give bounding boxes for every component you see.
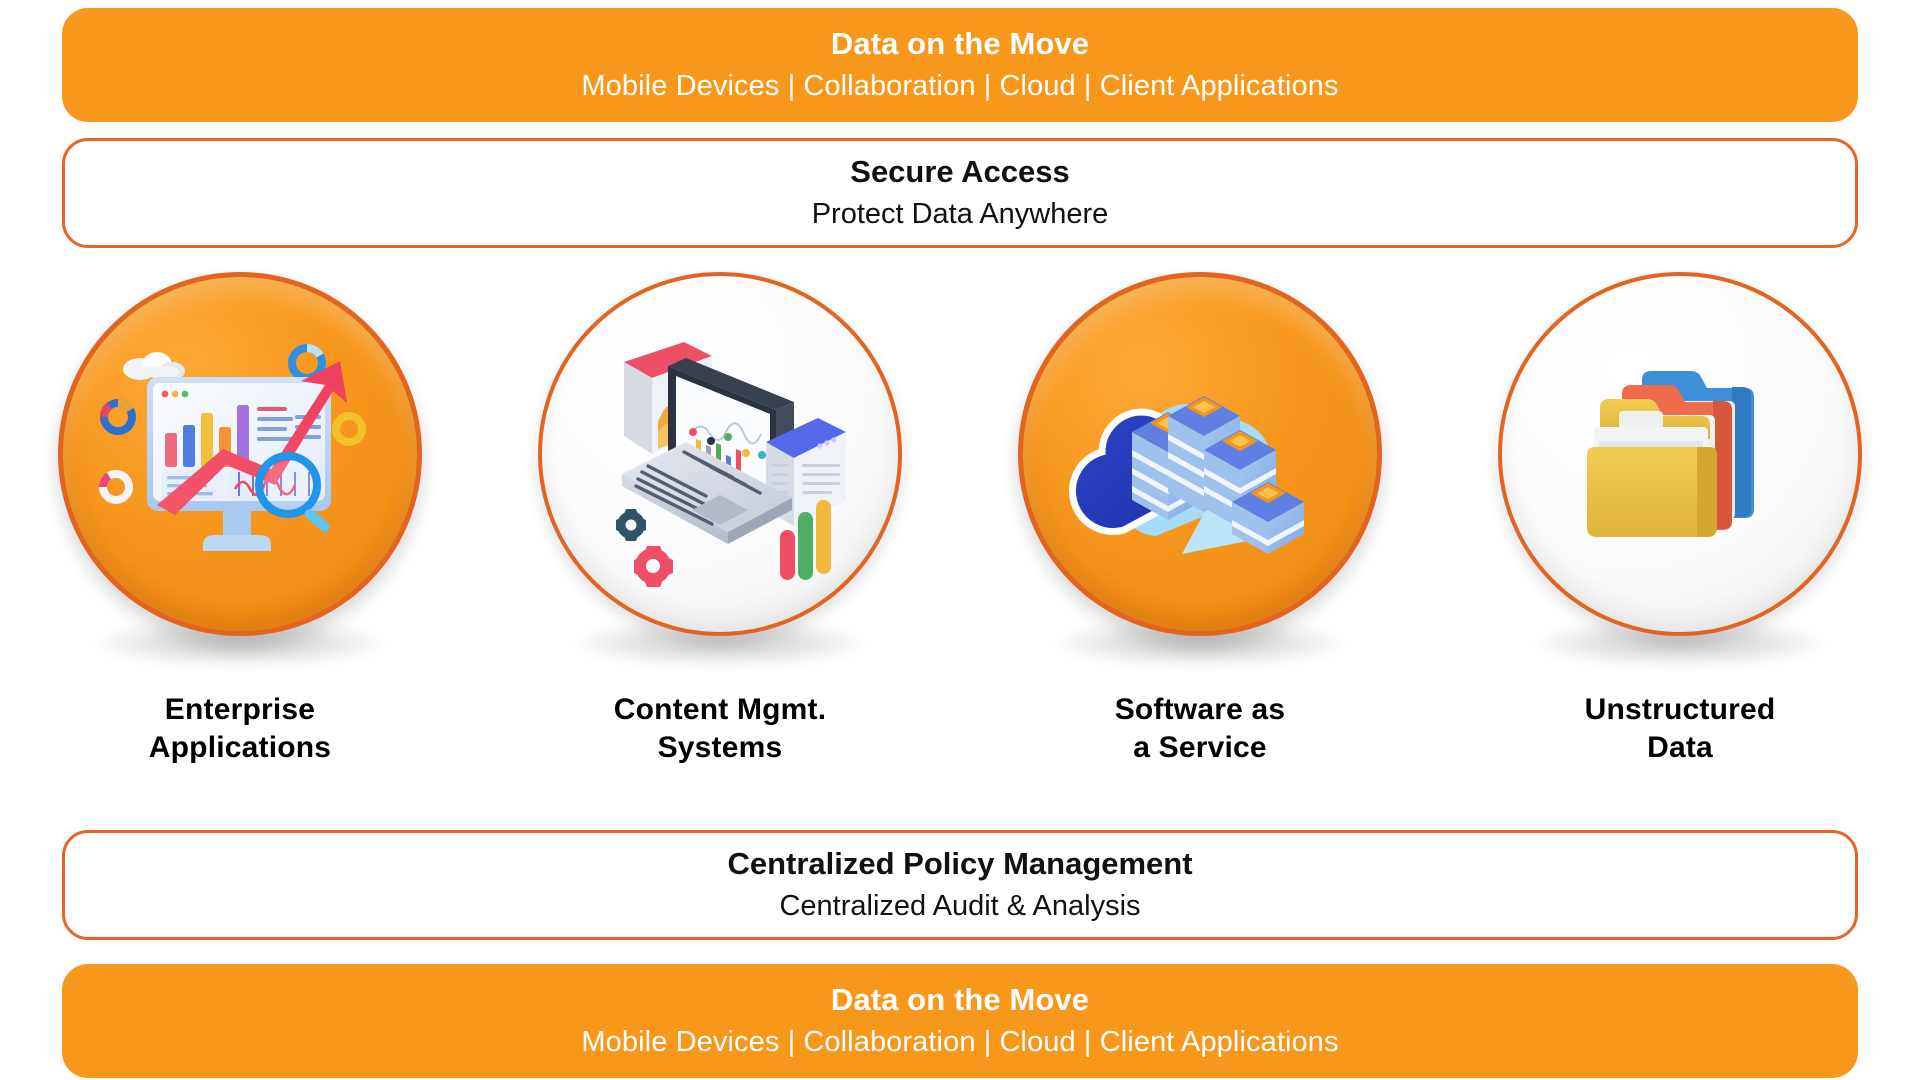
badge-software-as-a-service (1018, 272, 1382, 636)
gear-icon-pink (634, 546, 673, 587)
pillar-label-content-mgmt-systems: Content Mgmt. Systems (614, 691, 827, 768)
growth-arrow-icon (157, 361, 347, 515)
data-on-the-move-band-bottom: Data on the Move Mobile Devices | Collab… (62, 964, 1858, 1078)
policy-title: Centralized Policy Management (727, 846, 1193, 882)
badge-unstructured-data (1498, 272, 1862, 636)
band-subtitle-bottom: Mobile Devices | Collaboration | Cloud |… (581, 1026, 1339, 1059)
label-line-1: Content Mgmt. (613, 693, 827, 726)
pillar-unstructured-data: Unstructured Data (1440, 272, 1920, 812)
band-subtitle-top: Mobile Devices | Collaboration | Cloud |… (581, 70, 1339, 103)
label-line-1: Software as (1114, 693, 1286, 726)
pillar-enterprise-applications: Enterprise Applications (0, 272, 480, 812)
server-stack-4 (1232, 482, 1304, 554)
policy-subtitle: Centralized Audit & Analysis (779, 890, 1141, 923)
badge-wrap-software-as-a-service (1018, 272, 1382, 636)
band-title-bottom: Data on the Move (830, 982, 1090, 1018)
band-title-top: Data on the Move (830, 26, 1090, 62)
centralized-policy-management-band: Centralized Policy Management Centralize… (62, 830, 1858, 940)
laptop-dashboard-icon (580, 314, 860, 594)
analytics-monitor-icon (95, 309, 385, 599)
pillar-content-mgmt-systems: Content Mgmt. Systems (480, 272, 960, 812)
secure-access-band: Secure Access Protect Data Anywhere (62, 138, 1858, 248)
cloud-servers-icon (1050, 304, 1350, 604)
label-line-2: a Service (1133, 731, 1267, 765)
label-line-1: Enterprise (164, 693, 316, 726)
pillar-label-unstructured-data: Unstructured Data (1585, 691, 1776, 768)
magnifier-icon (255, 452, 330, 532)
pillar-label-enterprise-applications: Enterprise Applications (149, 691, 331, 768)
secure-access-title: Secure Access (850, 154, 1070, 190)
badge-enterprise-applications (58, 272, 422, 636)
mini-bars-icon (780, 500, 831, 580)
secure-access-subtitle: Protect Data Anywhere (811, 198, 1109, 231)
folders-stack-icon (1555, 329, 1805, 579)
pillar-software-as-a-service: Software as a Service (960, 272, 1440, 812)
gear-icon-dark (616, 509, 646, 541)
pillar-label-software-as-a-service: Software as a Service (1115, 691, 1286, 768)
badge-wrap-enterprise-applications (58, 272, 422, 636)
label-line-2: Applications (148, 731, 332, 765)
label-line-2: Data (1647, 731, 1713, 765)
label-line-1: Unstructured (1584, 693, 1776, 726)
label-line-2: Systems (657, 731, 783, 765)
badge-wrap-content-mgmt-systems (538, 272, 902, 636)
badge-content-mgmt-systems (538, 272, 902, 636)
donut-ring-decor-icons (98, 343, 366, 504)
cloud-decor-icon (123, 352, 185, 380)
badge-wrap-unstructured-data (1498, 272, 1862, 636)
folder-yellow (1587, 399, 1717, 537)
pillars-row: Enterprise Applications (0, 272, 1920, 812)
data-on-the-move-band-top: Data on the Move Mobile Devices | Collab… (62, 8, 1858, 122)
